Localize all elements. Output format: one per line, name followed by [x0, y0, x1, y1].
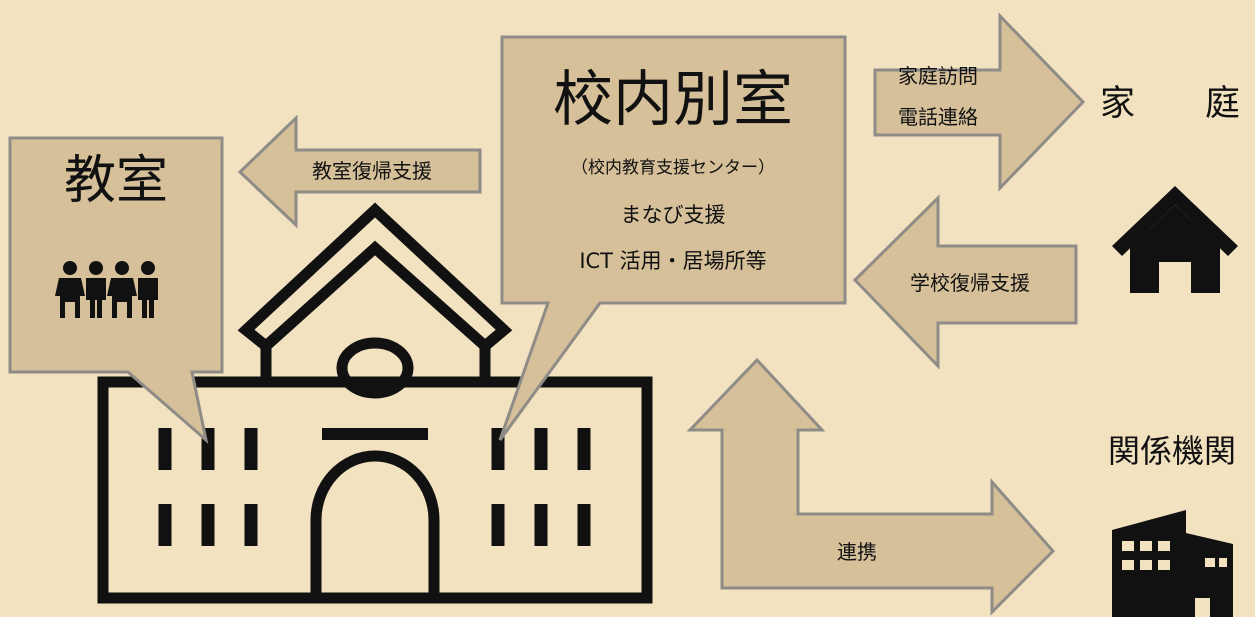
separate-room-line1: まなび支援 — [621, 203, 726, 227]
students-icon — [55, 261, 158, 318]
classroom-callout: 教室 — [8, 136, 224, 445]
return-to-class-label: 教室復帰支援 — [312, 159, 432, 183]
home-label: 家 庭 — [1100, 84, 1240, 124]
school-building-icon — [97, 202, 653, 604]
separate-room-subtitle: （校内教育支援センター） — [571, 158, 775, 178]
return-to-class-arrow: 教室復帰支援 — [237, 114, 482, 229]
classroom-title: 教室 — [64, 151, 168, 211]
cooperation-arrow: 連携 — [686, 357, 1056, 616]
building-icon — [1112, 510, 1233, 617]
separate-room-title: 校内別室 — [553, 65, 793, 135]
return-to-school-label: 学校復帰支援 — [910, 271, 1030, 295]
phone-contact-label: 電話連絡 — [898, 105, 978, 129]
house-icon — [1112, 186, 1238, 293]
cooperation-label: 連携 — [837, 540, 877, 564]
agencies-section: 関係機関 — [1108, 432, 1236, 617]
separate-room-callout: 校内別室 （校内教育支援センター） まなび支援 ICT 活用・居場所等 — [498, 35, 847, 441]
home-visit-arrow: 家庭訪問 電話連絡 — [873, 12, 1086, 192]
separate-room-line2: ICT 活用・居場所等 — [579, 249, 766, 273]
return-to-school-arrow: 学校復帰支援 — [852, 194, 1078, 370]
agencies-label: 関係機関 — [1108, 432, 1236, 470]
home-section: 家 庭 — [1100, 84, 1240, 293]
home-visit-label: 家庭訪問 — [898, 64, 978, 88]
